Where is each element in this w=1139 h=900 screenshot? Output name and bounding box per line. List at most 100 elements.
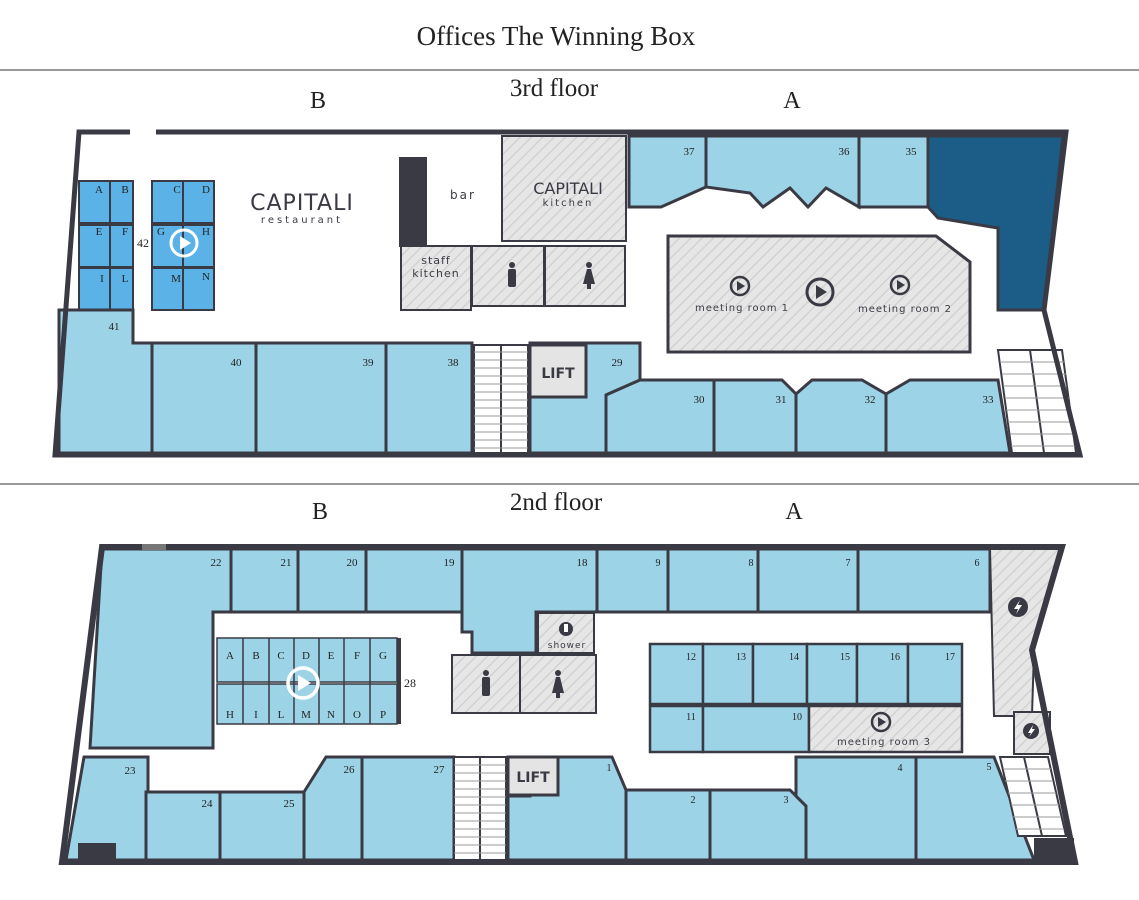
lift-2nd (506, 755, 560, 797)
room-35: 35 (906, 146, 918, 158)
room-23: 23 (125, 765, 137, 777)
kitchen-brand: CAPITALI (533, 179, 603, 198)
room-40: 40 (231, 357, 243, 369)
stairs-2nd (453, 756, 507, 861)
lift-label-3rd: LIFT (541, 366, 575, 382)
meeting-room-2: meeting room 2 (858, 304, 952, 315)
room-37: 37 (684, 146, 696, 158)
wing-a-label-3rd: A (783, 88, 801, 114)
room-38: 38 (448, 357, 460, 369)
rooms-top-a-3rd (627, 134, 930, 210)
third-floor: 3rd floor B A A B C D E F G H I L M N 42 (52, 75, 1084, 458)
desk-a: A (95, 184, 103, 196)
room-10: 10 (792, 712, 802, 723)
room-25: 25 (284, 798, 296, 810)
meeting-room-3: meeting room 3 (837, 737, 931, 748)
room-numbers-3rd: 29 30 31 32 33 35 36 37 38 39 40 41 (109, 146, 995, 406)
room-29: 29 (612, 357, 624, 369)
desk-e: E (328, 650, 335, 662)
desk-b: B (121, 184, 128, 196)
play-icon[interactable] (870, 711, 892, 733)
lightning-icon (1008, 597, 1028, 617)
room-9: 9 (656, 558, 661, 569)
desk-f: F (354, 650, 360, 662)
play-icon[interactable] (169, 228, 199, 258)
shower-icon (559, 622, 573, 636)
bar-counter (399, 157, 427, 247)
room-8: 8 (749, 558, 754, 569)
room-13: 13 (736, 652, 746, 663)
rooms-middle-a-2nd (648, 642, 964, 754)
room-11: 11 (686, 712, 696, 723)
room-41: 41 (109, 321, 120, 333)
play-icon[interactable] (286, 666, 320, 700)
room-21: 21 (281, 557, 292, 569)
lift-3rd (528, 343, 588, 399)
desk-c: C (173, 184, 180, 196)
rooms-bottom-2nd (64, 755, 1037, 862)
stairs-3rd (473, 344, 529, 454)
play-icon[interactable] (889, 274, 911, 296)
woman-icon (552, 670, 564, 698)
desk-cluster-number-3rd: 42 (137, 236, 149, 250)
wing-b-label-3rd: B (310, 88, 326, 114)
lift-label-2nd: LIFT (516, 770, 550, 786)
desk-cluster-2nd (216, 637, 398, 725)
room-5: 5 (987, 762, 992, 773)
room-20: 20 (347, 557, 359, 569)
play-icon[interactable] (805, 277, 835, 307)
desk-f: F (122, 226, 128, 238)
desk-h: H (226, 709, 234, 721)
room-17: 17 (945, 652, 955, 663)
outer-wall-3rd (52, 129, 1084, 458)
room-7: 7 (846, 558, 851, 569)
stairs-3rd-right (996, 349, 1078, 454)
desk-letters-3rd: A B C D E F G H I L M N 42 (95, 184, 210, 285)
toilet-women-3rd (544, 245, 626, 307)
wall-gap (130, 128, 156, 136)
desk-c: C (277, 650, 284, 662)
room-30: 30 (694, 394, 706, 406)
desk-frame (397, 638, 401, 724)
man-icon (482, 670, 490, 696)
restaurant-brand: CAPITALI (250, 191, 354, 216)
desk-d: D (302, 650, 310, 662)
staff-kitchen-line1: staff (421, 254, 451, 267)
room-15: 15 (840, 652, 850, 663)
desk-l: L (278, 709, 285, 721)
bar-label: bar (450, 188, 476, 202)
room-6: 6 (975, 558, 980, 569)
room-numbers-2nd: 1 2 3 4 5 6 7 8 9 10 11 12 13 14 15 16 1… (125, 557, 992, 810)
service-zone-2nd (988, 548, 1062, 717)
desk-g: G (157, 226, 165, 238)
desk-e: E (96, 226, 103, 238)
room-26: 26 (344, 764, 356, 776)
desk-b: B (252, 650, 259, 662)
room-31: 31 (776, 394, 787, 406)
wall-block (1034, 838, 1074, 862)
desk-n: N (327, 709, 335, 721)
play-icon[interactable] (729, 275, 751, 297)
rooms-bottom-3rd (57, 308, 1012, 455)
room-19: 19 (444, 557, 456, 569)
desk-cluster-number-2nd: 28 (404, 676, 416, 690)
restaurant-sub: restaurant (261, 215, 343, 226)
room-36: 36 (839, 146, 851, 158)
room-3: 3 (784, 795, 789, 806)
wall-block (78, 843, 116, 862)
woman-icon (583, 262, 595, 289)
room-12: 12 (686, 652, 696, 663)
meeting-room-1: meeting room 1 (695, 303, 789, 314)
desk-letters-2nd: A B C D E F G H I L M N O P 28 (226, 650, 416, 721)
page-title: Offices The Winning Box (417, 21, 696, 51)
desk-p: P (380, 709, 386, 721)
desk-g: G (379, 650, 387, 662)
kitchen (501, 135, 627, 242)
wing-a-label-2nd: A (785, 499, 803, 525)
desk-a: A (226, 650, 234, 662)
desk-n: N (202, 271, 210, 283)
lightning-icon (1023, 723, 1039, 739)
desk-o: O (353, 709, 361, 721)
floor-title-3rd: 3rd floor (510, 75, 599, 102)
